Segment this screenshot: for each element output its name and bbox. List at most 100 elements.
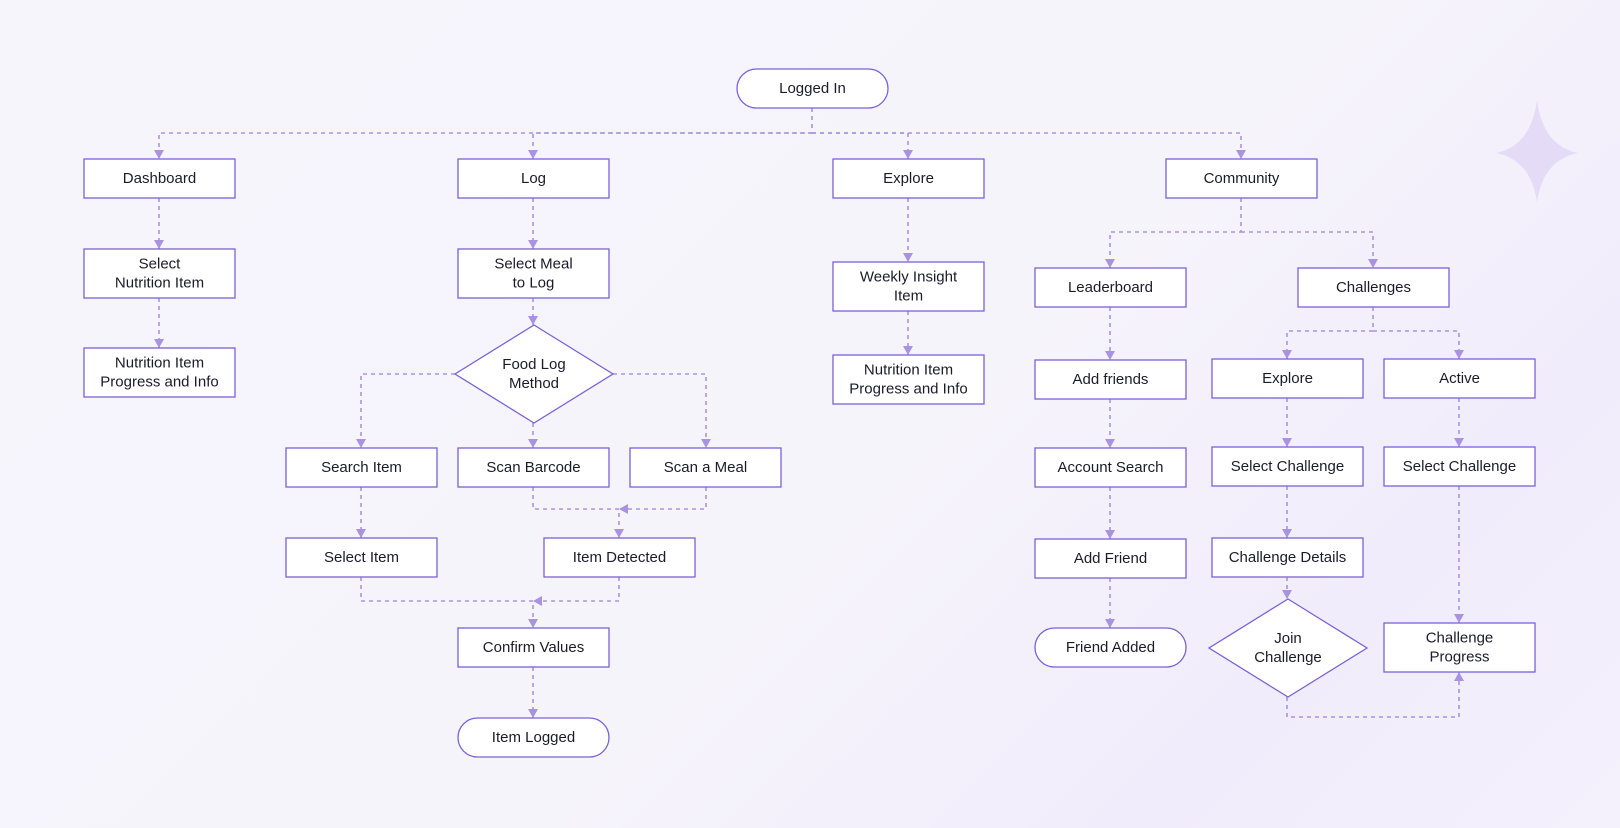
node-label: Add friends — [1073, 371, 1149, 388]
node-select-item[interactable]: Select Item — [285, 537, 438, 578]
connector-line — [1241, 231, 1374, 268]
node-dashboard[interactable]: Dashboard — [83, 158, 236, 199]
node-add-friends[interactable]: Add friends — [1034, 359, 1187, 400]
node-label: Challenge — [1254, 649, 1322, 666]
node-leaderboard[interactable]: Leaderboard — [1034, 267, 1187, 308]
connector-log-to-select-meal — [528, 198, 538, 249]
node-challenges[interactable]: Challenges — [1297, 267, 1450, 308]
node-item-detected[interactable]: Item Detected — [543, 537, 696, 578]
connector-line — [532, 487, 620, 538]
node-label: Account Search — [1058, 459, 1164, 476]
node-label: Explore — [883, 170, 934, 187]
node-select-challenge-explore[interactable]: Select Challenge — [1211, 446, 1364, 487]
node-label: Item — [894, 288, 923, 305]
connector-logged-in-to-explore — [812, 132, 913, 159]
connector-challenges-explore-to-select-challenge-explore — [1282, 398, 1292, 447]
node-label: Select Item — [324, 549, 399, 566]
arrowhead — [619, 504, 628, 514]
node-friend-added[interactable]: Friend Added — [1034, 627, 1187, 668]
node-label: Item Logged — [492, 729, 575, 746]
connector-community-to-challenges — [1241, 231, 1378, 268]
connector-select-meal-to-food-log-method — [528, 298, 538, 325]
connector-line — [1286, 672, 1460, 718]
connector-line — [532, 132, 812, 159]
arrowhead — [1282, 350, 1292, 359]
connector-leaderboard-to-add-friends — [1105, 307, 1115, 360]
connector-confirm-values-to-item-logged — [528, 667, 538, 718]
node-label: Select — [139, 256, 182, 273]
arrowhead — [356, 529, 366, 538]
arrowhead — [528, 316, 538, 325]
node-confirm-values[interactable]: Confirm Values — [457, 627, 610, 668]
connector-food-log-method-to-search-item — [356, 373, 455, 448]
node-log[interactable]: Log — [457, 158, 610, 199]
node-explore[interactable]: Explore — [832, 158, 985, 199]
arrowhead — [1368, 259, 1378, 268]
arrowhead — [903, 253, 913, 262]
terminal-shape — [736, 68, 889, 109]
connector-explore-to-weekly-insight — [903, 198, 913, 262]
process-box — [1165, 158, 1318, 199]
node-label: Dashboard — [123, 170, 196, 187]
node-account-search[interactable]: Account Search — [1034, 447, 1187, 488]
process-box — [457, 158, 610, 199]
arrowhead — [528, 709, 538, 718]
connector-line — [158, 108, 813, 159]
connector-select-nutrition-item-to-nutrition-progress-dashboard — [154, 298, 164, 348]
process-box — [1034, 447, 1187, 488]
node-item-logged[interactable]: Item Logged — [457, 717, 610, 758]
arrowhead — [528, 150, 538, 159]
connector-food-log-method-to-scan-barcode — [528, 423, 538, 448]
node-add-friend[interactable]: Add Friend — [1034, 538, 1187, 579]
arrowhead — [528, 619, 538, 628]
arrowhead — [356, 439, 366, 448]
node-select-challenge-active[interactable]: Select Challenge — [1383, 446, 1536, 487]
process-box — [457, 447, 610, 488]
node-label: Challenge Details — [1229, 549, 1347, 566]
node-scan-barcode[interactable]: Scan Barcode — [457, 447, 610, 488]
node-label: Scan a Meal — [664, 459, 747, 476]
node-label: Search Item — [321, 459, 402, 476]
connector-logged-in-to-community — [812, 132, 1246, 159]
process-box — [832, 261, 985, 312]
process-box — [1211, 446, 1364, 487]
node-label: Challenge — [1426, 630, 1494, 647]
arrowhead — [1454, 350, 1464, 359]
node-label: Log — [521, 170, 546, 187]
connector-logged-in-to-log — [528, 132, 812, 159]
arrowhead — [154, 150, 164, 159]
process-box — [457, 627, 610, 668]
node-search-item[interactable]: Search Item — [285, 447, 438, 488]
node-scan-meal[interactable]: Scan a Meal — [629, 447, 782, 488]
arrowhead — [533, 596, 542, 606]
node-community[interactable]: Community — [1165, 158, 1318, 199]
connector-search-item-to-select-item — [356, 487, 366, 538]
process-box — [832, 158, 985, 199]
process-box — [1383, 622, 1536, 673]
connectors — [154, 108, 1464, 718]
node-challenge-details[interactable]: Challenge Details — [1211, 537, 1364, 578]
connector-add-friends-to-account-search — [1105, 399, 1115, 448]
node-challenges-explore[interactable]: Explore — [1211, 358, 1364, 399]
arrowhead — [701, 439, 711, 448]
connector-scan-meal-to-item-detected — [619, 487, 707, 514]
connector-line — [613, 373, 707, 448]
node-logged-in[interactable]: Logged In — [736, 68, 889, 109]
process-box — [1297, 267, 1450, 308]
arrowhead — [1454, 614, 1464, 623]
node-label: to Log — [513, 275, 555, 292]
arrowhead — [614, 529, 624, 538]
node-challenges-active[interactable]: Active — [1383, 358, 1536, 399]
connector-line — [533, 577, 620, 602]
process-box — [285, 537, 438, 578]
connector-community-to-leaderboard — [1105, 198, 1242, 268]
